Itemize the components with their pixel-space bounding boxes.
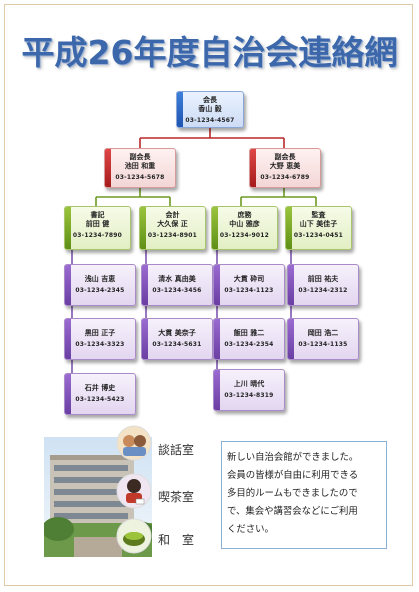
role-label: 監査 [311, 211, 326, 219]
node-accent-bar [212, 207, 218, 249]
node-member: 岡田 浩二 03-1234-1135 [287, 318, 359, 360]
node-member: 上川 晴代 03-1234-8319 [213, 369, 285, 411]
room-label: 談話室 [158, 443, 195, 457]
node-accountant: 会計 大久保 正 03-1234-8901 [139, 206, 206, 250]
member-name: 池田 和重 [124, 162, 156, 170]
phone-number: 03-1234-1123 [224, 287, 274, 294]
role-label: 書記 [90, 211, 105, 219]
phone-number: 03-1234-9012 [219, 232, 270, 239]
notice-line: で、集会や講習会などにご利用 [227, 506, 358, 517]
room-label: 和 室 [158, 533, 195, 547]
node-vice-president-right: 副会長 大野 恵美 03-1234-6789 [249, 148, 321, 188]
node-accent-bar [65, 265, 71, 305]
node-member: 清水 真由美 03-1234-3456 [141, 264, 213, 306]
phone-number: 03-1234-2354 [224, 341, 274, 348]
phone-number: 03-1234-1135 [298, 341, 348, 348]
node-president: 会長 香山 毅 03-1234-4567 [176, 91, 244, 128]
node-accent-bar [250, 149, 256, 187]
node-accent-bar [214, 370, 220, 410]
member-name: 香山 毅 [198, 105, 222, 113]
phone-number: 03-1234-6789 [260, 174, 310, 181]
member-name: 中山 雅彦 [229, 220, 260, 228]
node-general-affairs: 庶務 中山 雅彦 03-1234-9012 [211, 206, 278, 250]
node-accent-bar [105, 149, 111, 187]
node-vice-president-left: 副会長 池田 和重 03-1234-5678 [104, 148, 176, 188]
phone-number: 03-1234-5423 [75, 396, 125, 403]
notice-line: ください。 [227, 524, 274, 535]
node-member: 飯田 雅二 03-1234-2354 [213, 318, 285, 360]
node-accent-bar [140, 207, 146, 249]
role-label: 庶務 [237, 211, 252, 219]
phone-number: 03-1234-7890 [72, 232, 123, 239]
node-member: 浅山 吉恵 03-1234-2345 [64, 264, 136, 306]
cafe-icon [116, 473, 152, 509]
node-member: 黒田 正子 03-1234-3323 [64, 318, 136, 360]
node-accent-bar [142, 319, 148, 359]
member-name: 大野 恵美 [269, 162, 301, 170]
node-accent-bar [288, 319, 294, 359]
phone-number: 03-1234-2345 [75, 287, 125, 294]
community-hall-illustration [44, 437, 152, 557]
phone-number: 03-1234-2312 [298, 287, 348, 294]
member-name: 上川 晴代 [233, 380, 265, 388]
notice-line: 会員の皆様が自由に利用できる [227, 470, 359, 481]
role-label: 会計 [165, 211, 180, 219]
member-name: 飯田 雅二 [233, 329, 265, 337]
member-name: 山下 美佳子 [299, 220, 338, 228]
phone-number: 03-1234-3323 [75, 341, 125, 348]
room-label: 喫茶室 [158, 490, 195, 504]
node-accent-bar [65, 207, 71, 249]
role-label: 副会長 [129, 153, 151, 161]
phone-number: 03-1234-3456 [152, 287, 202, 294]
node-accent-bar [65, 374, 71, 414]
phone-number: 03-1234-8901 [147, 232, 198, 239]
node-member: 前田 祐夫 03-1234-2312 [287, 264, 359, 306]
node-accent-bar [177, 92, 183, 127]
node-accent-bar [65, 319, 71, 359]
japanese-room-icon [116, 518, 152, 554]
phone-number: 03-1234-4567 [185, 117, 235, 124]
node-accent-bar [288, 265, 294, 305]
member-name: 清水 真由美 [158, 275, 196, 283]
node-accent-bar [214, 319, 220, 359]
lounge-icon [116, 425, 152, 461]
notice-box: 新しい自治会館ができました。 会員の皆様が自由に利用できる 多目的ルームもできま… [221, 441, 387, 549]
member-name: 浅山 吉恵 [84, 275, 116, 283]
node-member: 石井 博史 03-1234-5423 [64, 373, 136, 415]
phone-number: 03-1234-5631 [152, 341, 202, 348]
notice-line: 新しい自治会館ができました。 [227, 452, 359, 463]
member-name: 大久保 正 [157, 220, 188, 228]
node-member: 大貫 美奈子 03-1234-5631 [141, 318, 213, 360]
notice-line: 多目的ルームもできましたので [227, 488, 358, 499]
node-auditor: 監査 山下 美佳子 03-1234-0451 [285, 206, 352, 250]
member-name: 黒田 正子 [84, 329, 116, 337]
member-name: 前田 祐夫 [307, 275, 339, 283]
member-name: 大貫 砕司 [233, 275, 265, 283]
phone-number: 03-1234-8319 [224, 392, 274, 399]
member-name: 前田 健 [85, 220, 110, 228]
role-label: 会長 [203, 96, 217, 104]
member-name: 大貫 美奈子 [158, 329, 196, 337]
member-name: 岡田 浩二 [307, 329, 339, 337]
node-accent-bar [214, 265, 220, 305]
phone-number: 03-1234-0451 [293, 232, 344, 239]
node-accent-bar [142, 265, 148, 305]
node-secretary: 書記 前田 健 03-1234-7890 [64, 206, 131, 250]
page-title: 平成26年度自治会連絡網 [21, 33, 398, 72]
role-label: 副会長 [274, 153, 296, 161]
member-name: 石井 博史 [84, 384, 116, 392]
phone-number: 03-1234-5678 [115, 174, 165, 181]
node-accent-bar [286, 207, 292, 249]
node-member: 大貫 砕司 03-1234-1123 [213, 264, 285, 306]
